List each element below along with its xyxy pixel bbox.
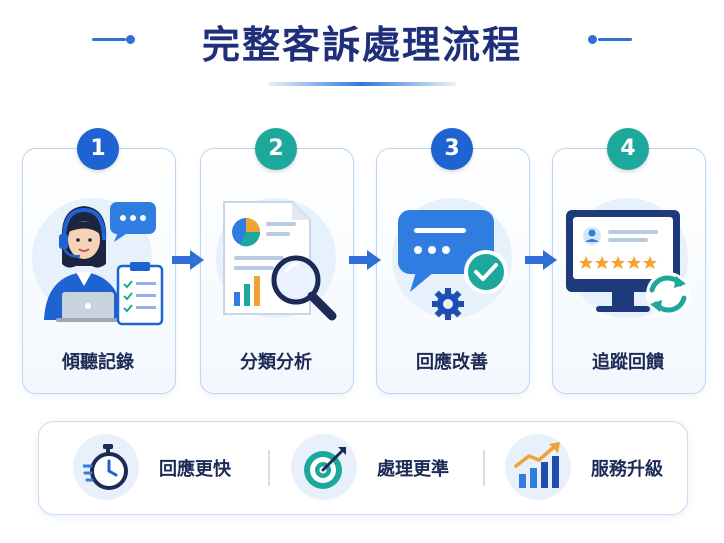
title-right-dot — [588, 35, 597, 44]
benefit-divider — [483, 450, 485, 486]
growth-chart-icon — [514, 442, 560, 488]
step-badge-1: 1 — [77, 128, 119, 170]
target-icon — [304, 447, 346, 489]
page-title: 完整客訴處理流程 — [201, 23, 522, 67]
step-label-1: 傾聽記錄 — [62, 352, 134, 373]
title-left-dot — [126, 35, 135, 44]
benefit-item-upgrade: 服務升級 — [505, 422, 685, 514]
arrow-right-icon — [172, 250, 204, 270]
benefit-label-faster: 回應更快 — [159, 459, 231, 480]
arrow-right-icon — [525, 250, 557, 270]
benefit-divider — [268, 450, 270, 486]
step-badge-4: 4 — [607, 128, 649, 170]
benefit-label-upgrade: 服務升級 — [591, 459, 663, 480]
title-underline — [268, 82, 456, 86]
step-label-3: 回應改善 — [416, 352, 488, 373]
step-badge-3: 3 — [431, 128, 473, 170]
step-label-4: 追蹤回饋 — [592, 352, 664, 373]
benefit-label-accurate: 處理更準 — [377, 459, 449, 480]
benefits-panel: 回應更快 處理更準 服務升級 — [38, 421, 688, 515]
benefit-item-accurate: 處理更準 — [291, 422, 481, 514]
arrow-right-icon — [349, 250, 381, 270]
monitor-rating-refresh-icon — [566, 198, 690, 318]
customer-service-agent-icon — [32, 198, 164, 326]
title-right-line — [598, 38, 632, 41]
step-badge-2: 2 — [255, 128, 297, 170]
title-left-line — [92, 38, 126, 41]
stopwatch-icon — [83, 444, 128, 490]
benefit-item-faster: 回應更快 — [73, 422, 263, 514]
document-magnifier-icon — [216, 198, 337, 321]
step-label-2: 分類分析 — [240, 352, 312, 373]
chat-bubble-check-icon — [392, 198, 512, 320]
